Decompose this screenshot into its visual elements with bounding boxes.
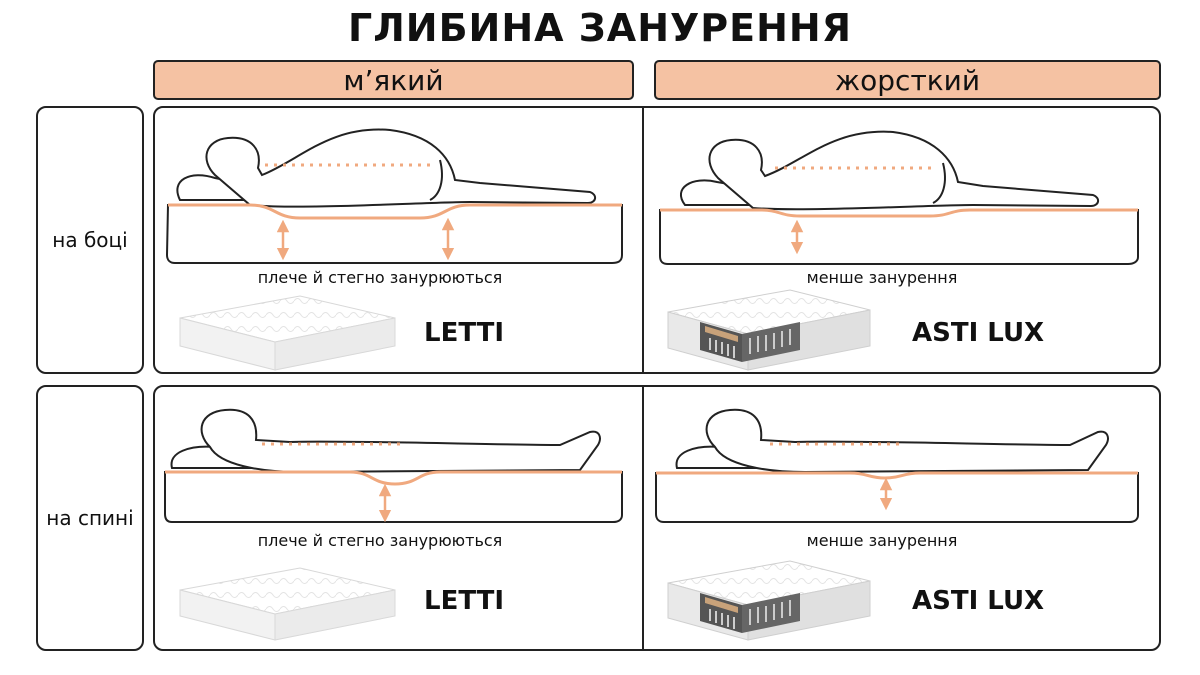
mattress-soft-side — [165, 203, 623, 264]
caption-soft-back: плече й стегно занурюються — [257, 531, 503, 550]
column-header-soft: м’який — [153, 60, 634, 100]
product-name-soft-side: LETTI — [424, 318, 505, 348]
product-name-firm-side: ASTI LUX — [912, 318, 1045, 348]
mattress-soft-back — [164, 470, 623, 523]
caption-firm-side: менше занурення — [806, 268, 958, 287]
row-label-back: на спині — [36, 385, 144, 651]
back-sleeper-soft-figure — [170, 408, 601, 474]
row-label-side: на боці — [36, 106, 144, 374]
side-sleeper-soft-figure — [176, 128, 596, 208]
caption-soft-side: плече й стегно занурюються — [257, 268, 503, 287]
product-name-soft-back: LETTI — [424, 586, 505, 616]
side-sleeper-firm-figure — [679, 130, 1099, 211]
caption-firm-back: менше занурення — [806, 531, 958, 550]
back-sleeper-firm-figure — [675, 408, 1109, 474]
foam-mattress-image — [179, 567, 396, 641]
spring-mattress-image — [667, 289, 871, 371]
product-name-firm-back: ASTI LUX — [912, 586, 1045, 616]
foam-mattress-image — [179, 295, 396, 371]
panel-back-sleeping — [153, 385, 1161, 651]
mattress-firm-back — [655, 471, 1139, 523]
panel-divider — [642, 106, 644, 374]
panel-divider — [642, 385, 644, 651]
column-header-firm: жорсткий — [654, 60, 1161, 100]
page-title: ГЛИБИНА ЗАНУРЕННЯ — [348, 6, 852, 50]
mattress-firm-side — [659, 208, 1139, 265]
spring-mattress-image — [667, 560, 871, 641]
panel-side-sleeping — [153, 106, 1161, 374]
